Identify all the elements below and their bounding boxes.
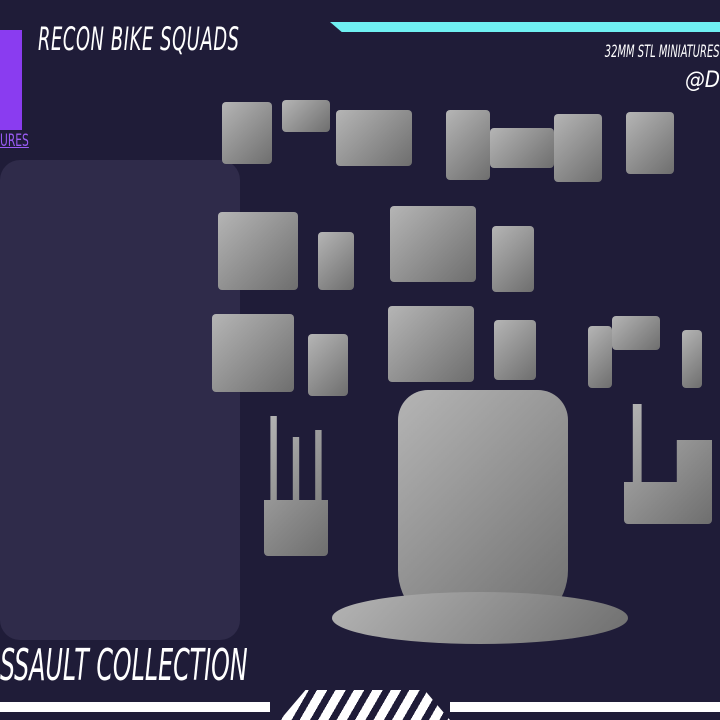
footer-bar-right — [450, 702, 720, 712]
weapon-arm-part — [390, 206, 476, 282]
accent-stripe — [330, 22, 720, 32]
arm-part — [318, 232, 354, 290]
brand-logo-text: URES — [0, 131, 29, 151]
product-subtitle: 32MM STL MINIATURES — [605, 42, 720, 62]
bracket-part — [588, 326, 612, 388]
footer-bar-left — [0, 702, 270, 712]
product-title: RECON BIKE SQUADS — [38, 20, 240, 58]
weapon-arm-part — [388, 306, 474, 382]
rocket-pod-part — [554, 114, 602, 182]
collection-title: SSAULT COLLECTION — [0, 640, 248, 691]
rocket-pod-part — [446, 110, 490, 180]
rocket-connector-part — [490, 128, 554, 168]
background-bike-render — [0, 160, 240, 640]
weapon-arm-part — [218, 212, 298, 290]
creator-handle: @D — [684, 68, 720, 93]
gatling-weapon-part — [222, 102, 272, 164]
arm-part — [308, 334, 348, 396]
mount-plate-part — [612, 316, 660, 350]
mount-plate-part — [282, 100, 330, 132]
footer-stripes — [280, 690, 450, 720]
rocket-pod-part — [626, 112, 674, 174]
arm-part — [494, 320, 536, 380]
bike-rider-miniature — [398, 390, 568, 630]
miniature-base — [332, 592, 628, 644]
antenna-part — [264, 416, 328, 556]
brand-logo — [0, 30, 22, 130]
bracket-part — [682, 330, 702, 388]
antenna-part — [624, 404, 712, 524]
weapon-arm-part — [212, 314, 294, 392]
gatling-weapon-part — [336, 110, 412, 166]
arm-part — [492, 226, 534, 292]
